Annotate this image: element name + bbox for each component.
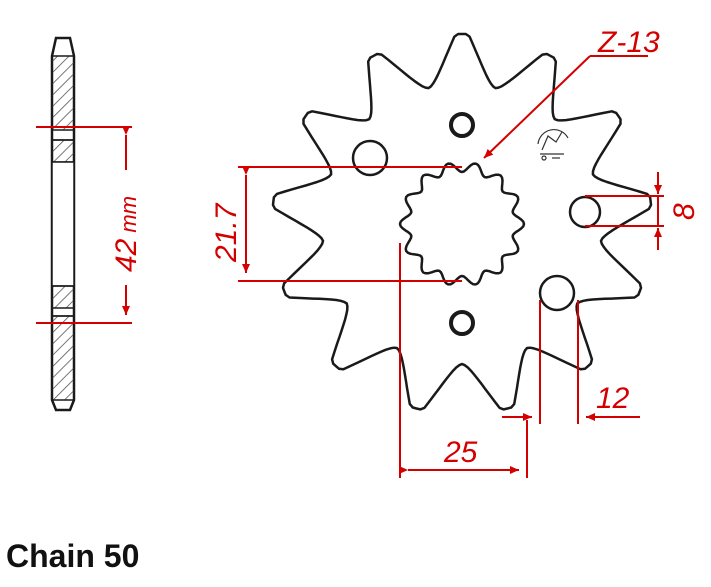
inner-diameter-dimension [238,166,462,282]
hole-bottom-right [538,274,576,312]
bolt-hole-offset-label: 12 [596,382,630,415]
side-view-hatch-bottom [51,315,75,401]
maker-logo [537,129,569,161]
bolt-hole-bottom [449,310,475,336]
side-view-bore [51,161,75,287]
inner-diameter-label: 21.7 [210,202,243,263]
teeth-count-label: Z-13 [597,26,660,59]
chain-caption: Chain 50 [6,538,140,574]
teeth-count-leader [483,55,648,159]
hole-diameter-dimension [585,172,664,250]
offset-dimensions [399,243,640,478]
side-view-hatch-hub-top [51,139,75,163]
bolt-hole-top [449,112,475,138]
side-view-hatch-hub-bottom [51,285,75,309]
hole-right [568,195,602,229]
hole-diameter-label: 8 [668,203,701,220]
spline-bore [398,162,526,286]
side-view-hatch-top [51,55,75,131]
thickness-label: 42mm [110,196,143,272]
hole-left [351,139,389,177]
side-view [50,36,76,412]
spline-offset-label: 25 [443,436,478,469]
thickness-dimension [36,126,132,324]
